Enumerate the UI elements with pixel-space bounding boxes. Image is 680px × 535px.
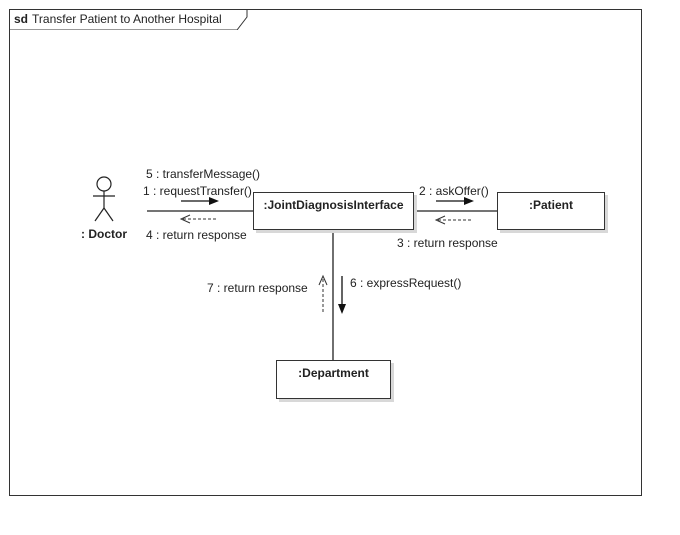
arrow-return-response-3 [434, 215, 472, 225]
frame-title-text: Transfer Patient to Another Hospital [32, 12, 222, 26]
message-express-request: 6 : expressRequest() [350, 276, 462, 290]
doctor-actor-icon [93, 176, 115, 222]
arrow-return-response-4 [179, 214, 217, 224]
message-return-response-3: 3 : return response [397, 236, 498, 250]
frame-keyword: sd [14, 12, 29, 26]
diagram-frame [9, 9, 642, 496]
arrow-ask-offer [436, 197, 474, 205]
arrow-express-request [338, 276, 346, 314]
message-request-transfer: 1 : requestTransfer() [143, 184, 252, 198]
patient-object[interactable]: :Patient [497, 192, 605, 230]
doctor-label: : Doctor [81, 227, 127, 241]
arrow-request-transfer [181, 197, 219, 205]
message-return-response-4: 4 : return response [146, 228, 247, 242]
joint-diagnosis-interface-object[interactable]: :JointDiagnosisInterface [253, 192, 414, 230]
arrow-return-response-7 [318, 274, 328, 312]
message-ask-offer: 2 : askOffer() [419, 184, 489, 198]
department-object[interactable]: :Department [276, 360, 391, 399]
message-transfer-message: 5 : transferMessage() [146, 167, 261, 181]
frame-tab [9, 9, 248, 30]
message-return-response-7: 7 : return response [207, 281, 308, 295]
